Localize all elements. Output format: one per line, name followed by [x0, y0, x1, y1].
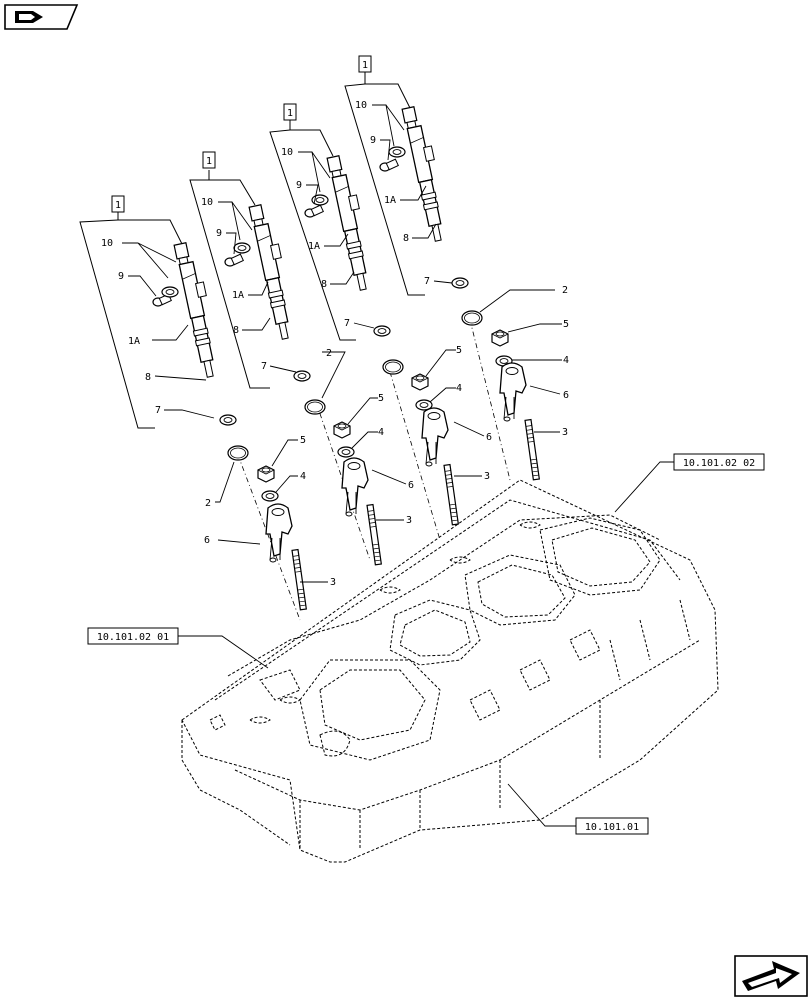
kit-marker-label: 1 — [362, 60, 368, 71]
kit-marker-1: 1 — [111, 195, 125, 213]
callout-3: 3 — [484, 471, 490, 482]
injector-3 — [326, 153, 377, 292]
kit-marker-2: 1 — [202, 151, 216, 169]
o-ring-2-3 — [382, 359, 404, 375]
o-ring-2-1 — [227, 445, 249, 461]
callout-2: 2 — [205, 498, 211, 509]
stud-3-2 — [366, 503, 382, 566]
callout-3: 3 — [562, 427, 568, 438]
callout-8: 8 — [403, 233, 409, 244]
bolt-washer-set-1 — [152, 286, 179, 307]
callout-10: 10 — [281, 147, 293, 158]
reference-box-head-cover-2[interactable]: 10.101.02 02 — [673, 453, 765, 471]
callout-8: 8 — [233, 325, 239, 336]
kit-marker-3: 1 — [283, 103, 297, 121]
washer-7-2 — [293, 370, 311, 382]
kit-marker-label: 1 — [206, 156, 212, 167]
washer-7-4 — [451, 277, 469, 289]
callout-10: 10 — [355, 100, 367, 111]
o-ring-2-4 — [461, 310, 483, 326]
callout-5: 5 — [456, 345, 462, 356]
next-page-arrow-icon — [734, 955, 808, 997]
washer-4-1 — [261, 490, 279, 502]
callout-3: 3 — [330, 577, 336, 588]
stud-3-4 — [524, 418, 540, 481]
previous-page-button[interactable] — [3, 3, 79, 31]
washer-7-1 — [219, 414, 237, 426]
reference-label-head-cover-2: 10.101.02 02 — [683, 458, 755, 469]
callout-1a: 1A — [308, 241, 320, 252]
callout-2: 2 — [562, 285, 568, 296]
callout-1a: 1A — [128, 336, 140, 347]
callout-9: 9 — [370, 135, 376, 146]
callout-4: 4 — [378, 427, 384, 438]
nut-5-1 — [257, 465, 275, 483]
bolt-washer-set-3 — [304, 194, 329, 218]
reference-label-head-cover-1: 10.101.02 01 — [97, 632, 169, 643]
washer-7-3 — [373, 325, 391, 337]
bolt-washer-set-4 — [379, 146, 406, 172]
nut-5-2 — [333, 421, 351, 439]
washer-4-2 — [337, 446, 355, 458]
callout-4: 4 — [300, 471, 306, 482]
next-page-button[interactable] — [734, 955, 808, 997]
callout-7: 7 — [424, 276, 430, 287]
callout-1a: 1A — [232, 290, 244, 301]
book-arrow-icon — [4, 4, 79, 30]
injector-1 — [173, 240, 224, 379]
callout-8: 8 — [321, 279, 327, 290]
nut-5-3 — [411, 373, 429, 391]
callout-10: 10 — [201, 197, 213, 208]
callout-6: 6 — [204, 535, 210, 546]
callout-9: 9 — [118, 271, 124, 282]
callout-6: 6 — [408, 480, 414, 491]
kit-marker-4: 1 — [358, 55, 372, 73]
kit-marker-label: 1 — [115, 200, 121, 211]
callout-1a: 1A — [384, 195, 396, 206]
stud-3-1 — [291, 548, 307, 611]
callout-9: 9 — [296, 180, 302, 191]
callout-4: 4 — [563, 355, 569, 366]
clamp-6-3 — [421, 407, 449, 467]
assembly-leader-lines — [237, 319, 511, 621]
cylinder-head-outline — [181, 479, 719, 863]
callout-numbers: 10 9 1A 8 7 10 9 1A 8 7 10 9 1A 8 7 10 9… — [101, 100, 569, 588]
clamp-6-4 — [499, 362, 527, 422]
callout-2: 2 — [326, 348, 332, 359]
callout-leaders — [122, 104, 674, 827]
o-ring-2-2 — [304, 399, 326, 415]
nut-5-4 — [491, 329, 509, 347]
callout-7: 7 — [155, 405, 161, 416]
reference-label-cylinder-head: 10.101.01 — [585, 822, 639, 833]
callout-3: 3 — [406, 515, 412, 526]
callout-5: 5 — [300, 435, 306, 446]
kit-marker-label: 1 — [287, 108, 293, 119]
bolt-washer-set-2 — [224, 242, 251, 267]
injector-2 — [248, 202, 299, 341]
callout-9: 9 — [216, 228, 222, 239]
kit-bracket-lines — [79, 72, 425, 429]
clamp-6-1 — [265, 503, 293, 563]
reference-box-cylinder-head[interactable]: 10.101.01 — [575, 817, 649, 835]
callout-8: 8 — [145, 372, 151, 383]
stud-3-3 — [443, 463, 459, 526]
callout-7: 7 — [261, 361, 267, 372]
callout-10: 10 — [101, 238, 113, 249]
reference-box-head-cover-1[interactable]: 10.101.02 01 — [87, 627, 179, 645]
clamp-6-2 — [341, 457, 369, 517]
callout-5: 5 — [563, 319, 569, 330]
callout-6: 6 — [486, 432, 492, 443]
callout-7: 7 — [344, 318, 350, 329]
callout-5: 5 — [378, 393, 384, 404]
injector-4 — [401, 104, 452, 243]
callout-4: 4 — [456, 383, 462, 394]
callout-6: 6 — [563, 390, 569, 401]
